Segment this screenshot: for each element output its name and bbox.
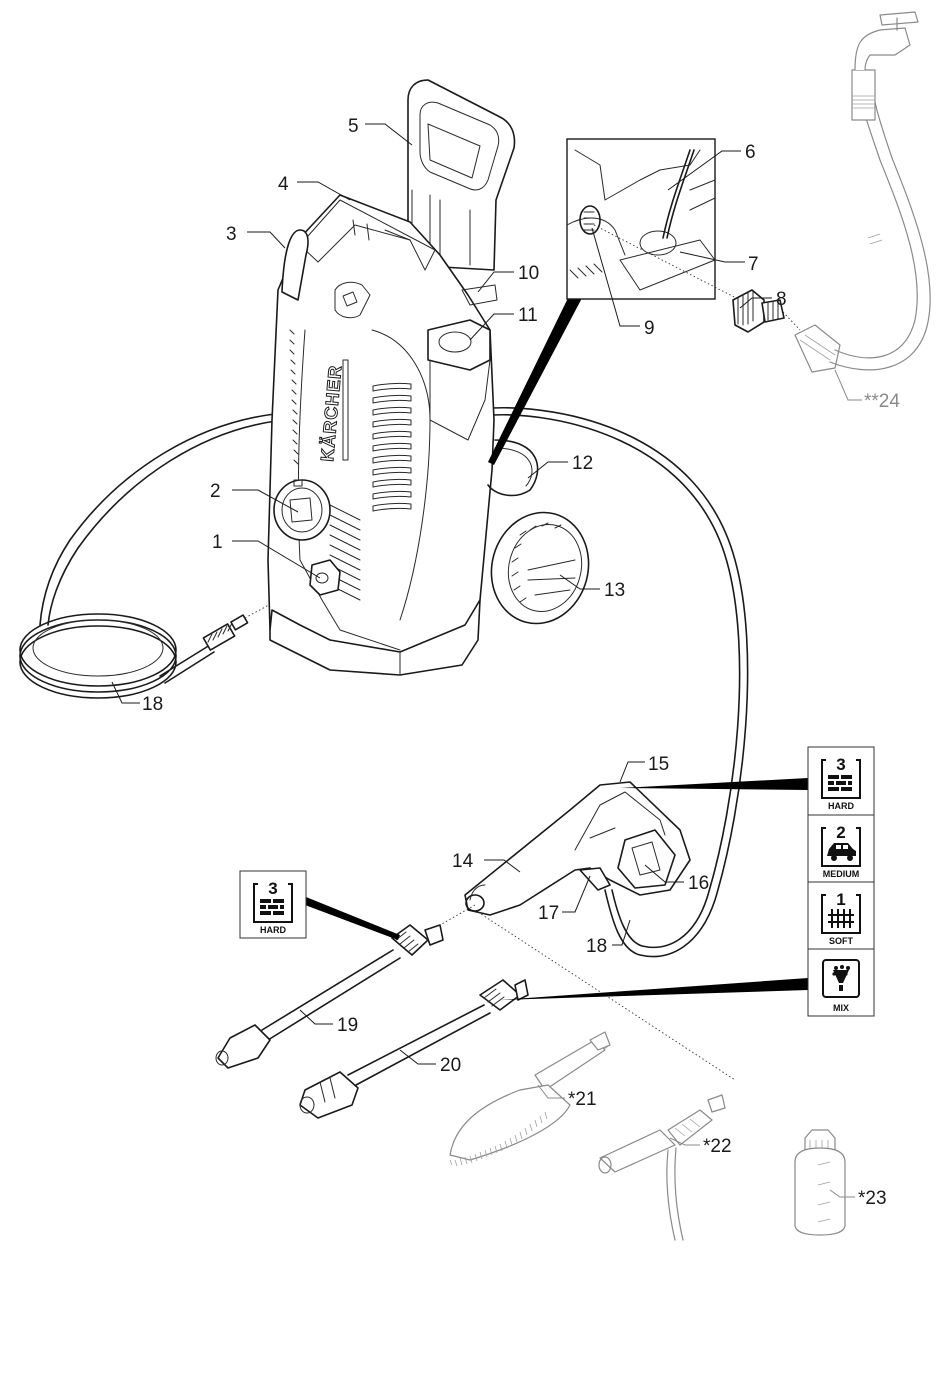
callout-1: 1	[212, 532, 223, 553]
pressure-icon-stack: 3 HARD 2 MEDIUM 1	[808, 747, 874, 1016]
trigger-gun	[465, 782, 690, 915]
callout-8: 8	[776, 289, 787, 310]
callout-22: *22	[703, 1136, 732, 1157]
callout-20: 20	[440, 1055, 461, 1076]
callout-14: 14	[452, 851, 474, 872]
foam-nozzle	[599, 1095, 725, 1240]
on-off-switch	[274, 480, 330, 540]
lance-pressure-caption: HARD	[260, 925, 286, 935]
spray-lance-19	[216, 925, 443, 1068]
lance19-icon-wedge	[305, 897, 400, 940]
callout-13: 13	[604, 580, 625, 601]
callout-6: 6	[745, 142, 756, 163]
callout-18-hose: 18	[142, 694, 163, 715]
pressure-icon-soft: 1 SOFT	[808, 882, 874, 949]
pressure-icon-medium: 2 MEDIUM	[808, 815, 874, 882]
callout-5: 5	[348, 116, 359, 137]
callout-24: **24	[864, 391, 900, 412]
callout-12: 12	[572, 453, 593, 474]
callout-11: 11	[518, 305, 538, 326]
pressure-caption-medium: MEDIUM	[823, 869, 860, 879]
pressure-icon-mix: MIX	[808, 949, 874, 1016]
callout-23: *23	[858, 1188, 887, 1209]
water-tap	[852, 12, 918, 120]
callout-19: 19	[337, 1015, 358, 1036]
callout-2: 2	[210, 481, 221, 502]
detergent-bottle	[795, 1130, 845, 1235]
spray-lance-20	[300, 980, 528, 1118]
gun-to-icon-wedge	[620, 778, 808, 790]
callout-15: 15	[648, 754, 669, 775]
callout-16: 16	[688, 873, 709, 894]
hose-connector-left	[203, 615, 247, 650]
callout-4: 4	[278, 174, 289, 195]
pressure-caption-soft: SOFT	[829, 936, 854, 946]
callout-18-gun: 18	[586, 936, 607, 957]
lance-pressure-icon: 3 HARD	[240, 871, 306, 938]
pressure-caption-hard: HARD	[828, 801, 854, 811]
pressure-level-hard: 3	[836, 755, 845, 774]
pressure-level-medium: 2	[836, 823, 845, 842]
callout-7: 7	[748, 254, 759, 275]
wheel	[479, 501, 601, 634]
pressure-icon-hard: 3 HARD	[808, 747, 874, 815]
callout-3: 3	[226, 224, 237, 245]
callout-10: 10	[518, 263, 539, 284]
lance-to-icon-wedge	[500, 978, 808, 1000]
callout-21: *21	[568, 1089, 597, 1110]
callout-9: 9	[644, 318, 655, 339]
pressure-level-soft: 1	[836, 890, 845, 909]
pressure-caption-mix: MIX	[833, 1003, 849, 1013]
leader-lines	[112, 124, 862, 1197]
lance-pressure-level: 3	[268, 879, 277, 898]
callout-17: 17	[538, 903, 559, 924]
pressure-washer-unit: KÄRCHER	[268, 80, 601, 675]
